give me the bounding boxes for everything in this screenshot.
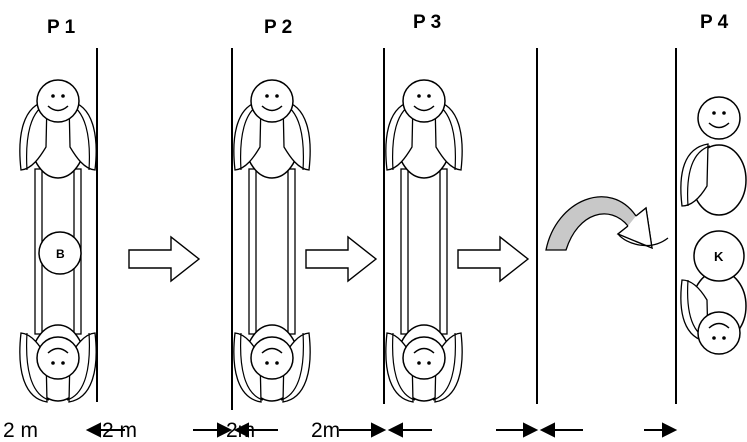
keeper-stack: K [680,96,747,355]
right-arrow-icon-1 [128,236,200,282]
ball-label: B [56,247,65,261]
distance-label-4: 2m [311,419,340,442]
position-label-p4: P 4 [700,12,729,33]
distance-label-1: 2 m [3,419,38,442]
keeper-label: K [714,249,724,264]
right-arrow-icon-2 [305,236,377,282]
keeper-circle [693,230,745,282]
position-label-p1: P 1 [47,17,76,38]
keeper-head-bottom [697,311,741,355]
curved-arrow-head-icon [616,206,669,250]
head-bottom-1 [36,336,80,380]
dimension-arrows [85,422,678,438]
head-bottom-2 [250,336,294,380]
head-top-3 [402,79,446,123]
head-top-2 [250,79,294,123]
keeper-head-top [697,96,741,140]
ball-icon [38,231,82,275]
position-label-p2: P 2 [264,17,292,38]
head-top-1 [36,79,80,123]
right-arrow-icon-3 [457,236,529,282]
head-bottom-3 [402,336,446,380]
position-label-p3: P 3 [413,12,441,33]
